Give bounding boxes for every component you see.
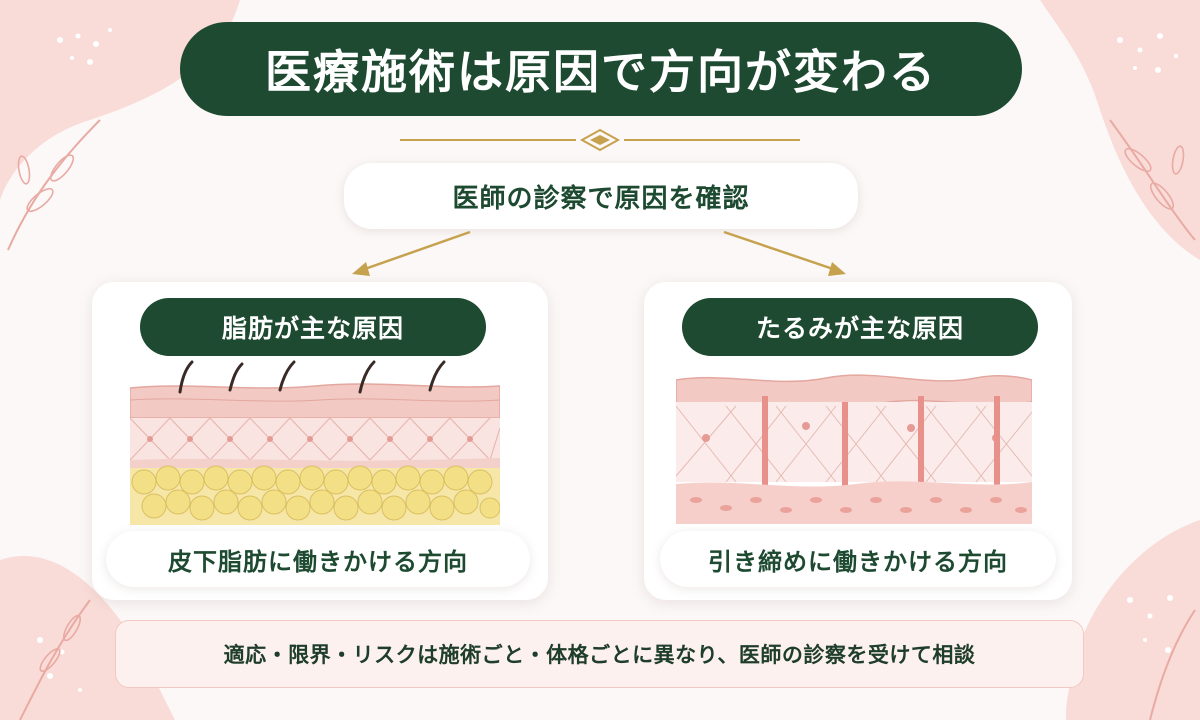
skin-sagging-illustration [676,374,1032,524]
direction-label-sagging: 引き締めに働きかける方向 [660,531,1056,587]
page-title: 医療施術は原因で方向が変わる [180,22,1022,116]
direction-label-fat: 皮下脂肪に働きかける方向 [106,531,530,587]
step-diagnosis: 医師の診察で原因を確認 [344,163,858,229]
cause-label-fat: 脂肪が主な原因 [140,298,486,356]
skin-fat-illustration [130,360,500,525]
cause-label-sagging: たるみが主な原因 [682,298,1038,356]
ornament-divider [400,128,800,152]
disclaimer-note: 適応・限界・リスクは施術ごと・体格ごとに異なり、医師の診察を受けて相談 [115,620,1084,688]
